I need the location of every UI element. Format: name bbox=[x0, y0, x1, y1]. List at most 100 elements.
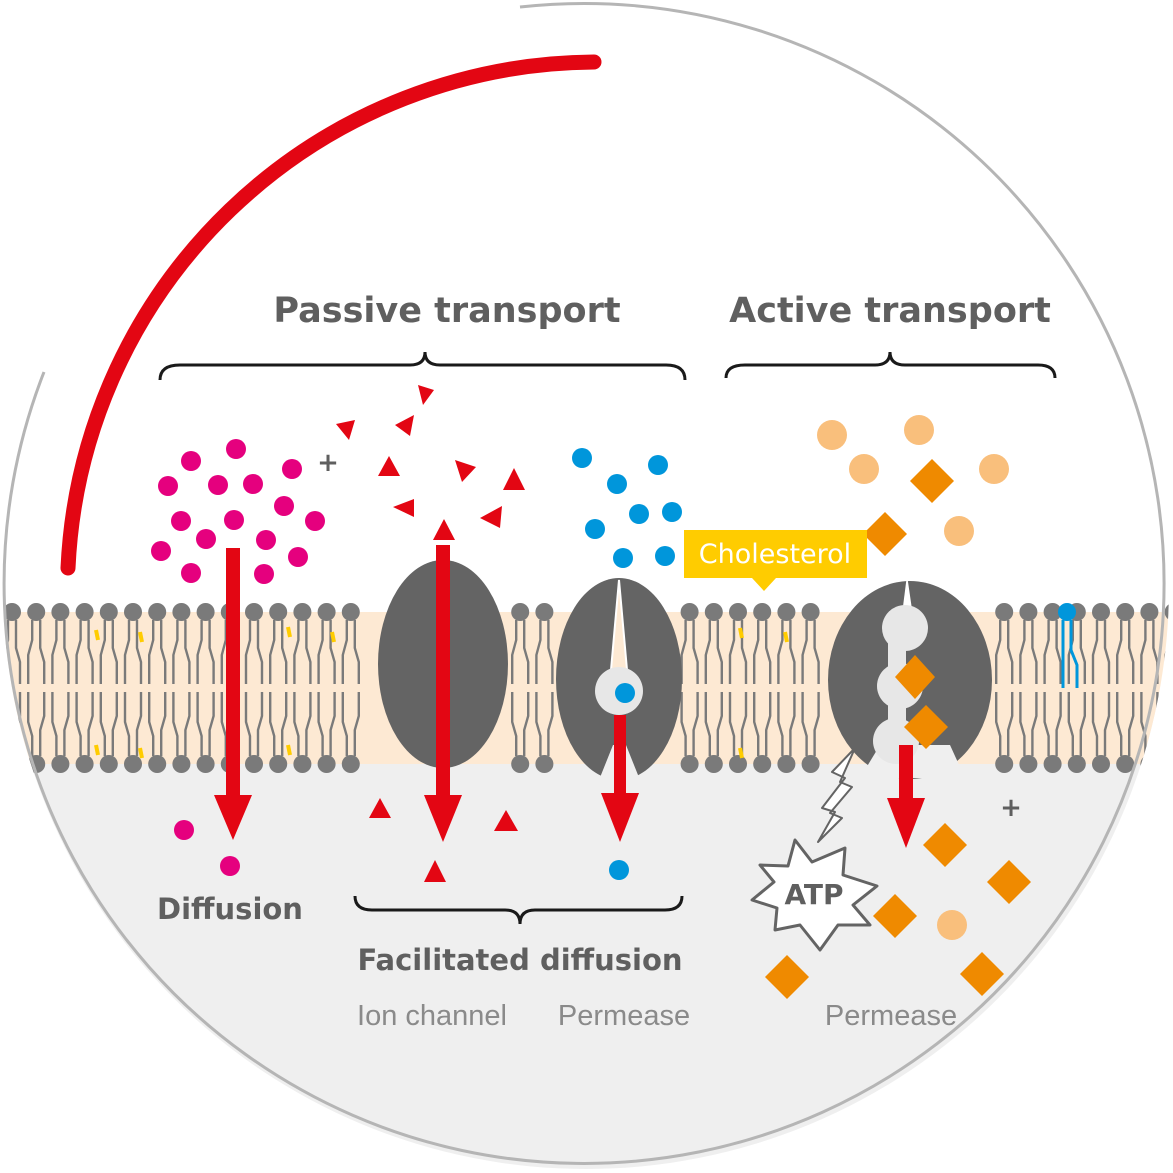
lipid-tail bbox=[777, 620, 784, 684]
lipid-tail bbox=[1091, 620, 1099, 684]
label-facilitated-diffusion: Facilitated diffusion bbox=[357, 943, 682, 977]
lipid-head bbox=[753, 755, 772, 773]
lipid-tail bbox=[341, 620, 348, 684]
lipid-tail bbox=[329, 692, 336, 756]
ion-channel-arrow bbox=[424, 545, 462, 842]
lipid-tail bbox=[765, 692, 772, 756]
lipid-tail bbox=[789, 692, 796, 756]
diffusion-arrow bbox=[214, 548, 252, 840]
lipid-head bbox=[1043, 755, 1062, 773]
lipid-head bbox=[680, 755, 699, 773]
lipid-tail bbox=[1140, 692, 1147, 756]
lipid-head bbox=[511, 603, 530, 621]
lipid-tail bbox=[3, 692, 10, 756]
cholesterol-molecule bbox=[286, 744, 292, 756]
lipid-tail bbox=[39, 620, 46, 684]
lipid-head bbox=[269, 603, 288, 621]
plus-sign-inside: + bbox=[1000, 793, 1022, 823]
atp-label: ATP bbox=[784, 878, 843, 911]
lipid-tail bbox=[680, 692, 687, 756]
cholesterol-molecule bbox=[783, 631, 789, 643]
lipid-head bbox=[124, 755, 142, 773]
lipid-tail bbox=[87, 692, 94, 756]
lipid-head bbox=[99, 755, 118, 773]
lipid-tail bbox=[51, 692, 58, 756]
lipid-tail bbox=[1103, 620, 1111, 684]
lipid-tail bbox=[317, 692, 324, 756]
lipid-head bbox=[1092, 755, 1110, 773]
lipid-head bbox=[729, 755, 747, 773]
lipid-tail bbox=[208, 620, 215, 684]
cholesterol-label: Cholesterol bbox=[699, 539, 851, 570]
lipid-tail bbox=[184, 620, 191, 684]
lipid-tail bbox=[1116, 692, 1123, 756]
lipid-tail bbox=[716, 620, 723, 684]
lipid-head bbox=[293, 603, 312, 621]
lipid-head bbox=[75, 603, 94, 621]
lipid-tail bbox=[341, 692, 348, 756]
lipid-head bbox=[1019, 755, 1038, 773]
ion-molecules bbox=[336, 385, 525, 882]
lipid-head bbox=[729, 603, 747, 621]
lipid-tail bbox=[692, 692, 699, 756]
lipid-tail bbox=[111, 620, 118, 684]
lipid-head bbox=[511, 755, 530, 773]
cholesterol-molecule bbox=[94, 629, 100, 641]
lipid-tail bbox=[99, 692, 106, 756]
lipid-tail bbox=[27, 620, 34, 684]
lipid-tail bbox=[75, 692, 82, 756]
lipid-head bbox=[196, 603, 215, 621]
lipid-tail bbox=[281, 620, 288, 684]
lipid-tail bbox=[813, 692, 820, 756]
lipid-head bbox=[535, 603, 554, 621]
lipid-tail bbox=[160, 692, 167, 756]
lipid-head bbox=[3, 603, 21, 621]
lipid-head bbox=[1116, 755, 1135, 773]
diffusion-molecules bbox=[151, 439, 325, 876]
highlighted-lipid-head bbox=[1058, 603, 1076, 621]
passive-permease-protein bbox=[556, 578, 682, 780]
lipid-head bbox=[51, 755, 70, 773]
lipid-tail bbox=[1007, 692, 1014, 756]
lipid-tail bbox=[1091, 692, 1099, 756]
heading-passive-transport: Passive transport bbox=[273, 291, 620, 331]
lipid-head bbox=[1092, 603, 1110, 621]
cholesterol-molecule bbox=[738, 627, 744, 639]
lipid-tail bbox=[740, 692, 748, 756]
lipid-tail bbox=[196, 692, 203, 756]
lipid-tail bbox=[293, 692, 300, 756]
lipid-tail bbox=[995, 692, 1002, 756]
lipid-tail bbox=[256, 692, 264, 756]
lipid-head bbox=[704, 603, 723, 621]
lipid-tail bbox=[511, 692, 518, 756]
lipid-head bbox=[51, 603, 70, 621]
lipid-head bbox=[1140, 603, 1159, 621]
lipid-head bbox=[196, 755, 215, 773]
lipid-tail bbox=[801, 620, 808, 684]
lipid-tail bbox=[716, 692, 723, 756]
lipid-tail bbox=[172, 620, 179, 684]
lipid-tail bbox=[317, 620, 324, 684]
lipid-tail bbox=[208, 692, 215, 756]
lipid-tail bbox=[135, 692, 143, 756]
lipid-head bbox=[148, 603, 167, 621]
lipid-tail bbox=[765, 620, 772, 684]
lipid-tail bbox=[123, 692, 131, 756]
lipid-tail bbox=[14, 620, 22, 684]
lipid-tail bbox=[75, 620, 82, 684]
lipid-head bbox=[1116, 603, 1135, 621]
lipid-head bbox=[172, 755, 191, 773]
lipid-tail bbox=[353, 692, 360, 756]
lipid-tail bbox=[728, 692, 736, 756]
lipid-head bbox=[341, 603, 360, 621]
active-permease-arrow bbox=[887, 745, 925, 848]
lipid-tail bbox=[63, 692, 70, 756]
lipid-head bbox=[99, 603, 118, 621]
lipid-tail bbox=[1031, 620, 1038, 684]
permease-substrate-blue bbox=[572, 448, 682, 880]
lipid-tail bbox=[293, 620, 300, 684]
lipid-tail bbox=[148, 692, 155, 756]
cholesterol-molecule bbox=[138, 631, 144, 643]
